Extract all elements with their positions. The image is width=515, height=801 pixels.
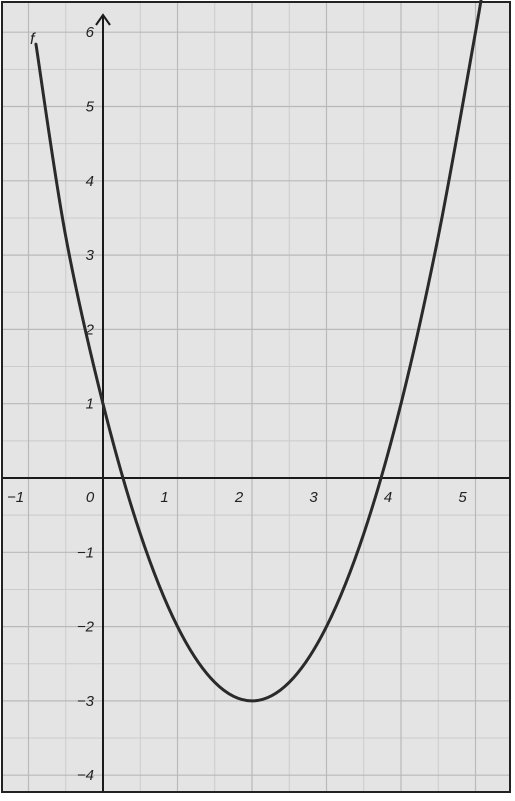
y-tick-label: 2 — [85, 321, 95, 338]
grid-major — [3, 3, 509, 791]
y-tick-label: 3 — [86, 247, 95, 264]
x-tick-label: 0 — [86, 489, 95, 506]
y-tick-label: 4 — [86, 173, 94, 190]
x-tick-label: 1 — [160, 489, 168, 506]
y-tick-label: −2 — [77, 619, 95, 636]
y-axis-arrow — [95, 13, 111, 26]
chart-background — [1, 1, 511, 793]
x-tick-label: 4 — [384, 489, 392, 506]
x-tick-label: 2 — [234, 489, 244, 506]
y-tick-label: −1 — [77, 544, 94, 561]
y-tick-label: 6 — [86, 24, 95, 41]
series-layer: f — [30, 0, 483, 703]
grid-minor — [3, 3, 509, 791]
y-tick-label: −3 — [77, 693, 95, 710]
x-tick-label: 3 — [309, 489, 318, 506]
x-tick-label: −1 — [7, 489, 24, 506]
y-tick-label: 1 — [86, 396, 94, 413]
curve-label: f — [30, 31, 36, 48]
y-tick-label: 5 — [86, 99, 95, 116]
x-tick-label: 5 — [458, 489, 467, 506]
y-tick-label: −4 — [77, 767, 94, 784]
tick-labels: −1 0 1 2 3 4 5 6 5 4 3 2 1 −1 −2 −3 −4 — [7, 24, 467, 784]
series-line-f — [34, 0, 483, 703]
